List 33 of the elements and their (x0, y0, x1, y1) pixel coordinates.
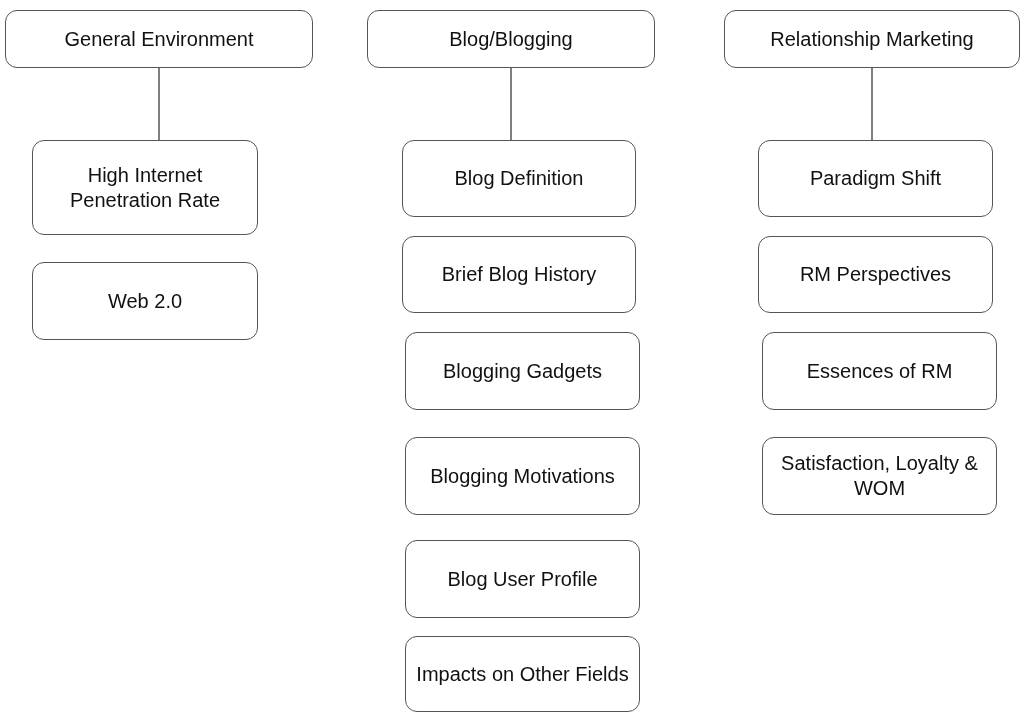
node-label: Paradigm Shift (808, 166, 943, 191)
node-label: Web 2.0 (106, 288, 184, 314)
node-label: RM Perspectives (798, 262, 953, 287)
topic-box (405, 437, 640, 515)
topic-box (405, 636, 640, 712)
connector-line (510, 67, 512, 141)
heading-box (367, 10, 655, 68)
node-label: High Internet Penetration Rate (68, 162, 222, 213)
heading-box (5, 10, 313, 68)
node-label: Relationship Marketing (769, 26, 975, 52)
node-label: General Environment (63, 26, 255, 52)
heading-box (724, 10, 1020, 68)
topic-box (402, 140, 636, 217)
node-label: Impacts on Other Fields (415, 661, 630, 687)
node-label: Blog Definition (453, 166, 585, 191)
topic-box (32, 262, 258, 340)
topic-box (762, 437, 997, 515)
node-label: Blog/Blogging (448, 26, 574, 52)
node-label: Blogging Gadgets (442, 358, 603, 384)
node-label: Blog User Profile (446, 566, 599, 592)
node-label: Essences of RM (805, 358, 954, 384)
topic-box (405, 332, 640, 410)
topic-box (405, 540, 640, 618)
connector-line (158, 67, 160, 141)
node-label: Blogging Motivations (429, 463, 616, 489)
topic-box (762, 332, 997, 410)
topic-box (758, 140, 993, 217)
topic-box (758, 236, 993, 313)
connector-line (871, 67, 873, 141)
topic-box (32, 140, 258, 235)
node-label: Satisfaction, Loyalty & WOM (780, 451, 979, 501)
topic-box (402, 236, 636, 313)
node-label: Brief Blog History (440, 262, 598, 287)
